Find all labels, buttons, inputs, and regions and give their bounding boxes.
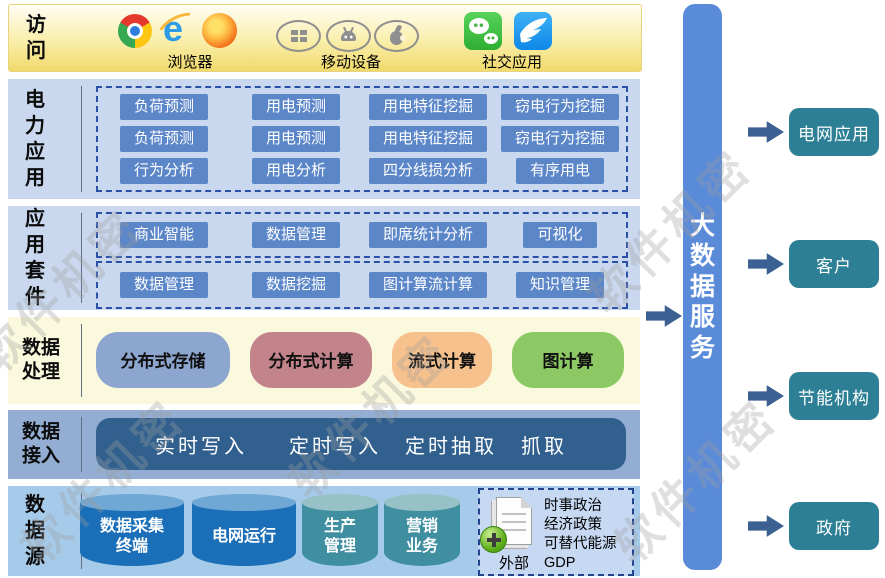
android-icon: [326, 20, 371, 52]
cylinder-label: 生产管理: [323, 518, 356, 555]
suite-item: 可视化: [523, 222, 597, 248]
consumer-box: 电网应用: [789, 108, 879, 156]
mobile-group-label: 移动设备: [320, 54, 381, 71]
chrome-icon: [118, 14, 152, 48]
section-power-label: 电力应用: [25, 89, 45, 189]
power-app-item: 用电特征挖掘: [368, 94, 487, 120]
ie-icon: [159, 10, 195, 49]
power-app-item: 四分线损分析: [368, 158, 487, 184]
suite-item: 图计算流计算: [368, 272, 487, 298]
section-data-ingest: 数据接入 实时写入 定时写入 定时抽取 抓取: [8, 410, 640, 479]
ingest-item: 实时写入: [155, 435, 247, 458]
document-fold: [521, 497, 532, 508]
section-access-label: 访问: [26, 14, 46, 62]
dingtalk-icon: [514, 12, 552, 50]
arrow-to-consumer: [748, 121, 784, 143]
power-app-item: 负荷预测: [119, 126, 208, 152]
arrow-to-consumer: [748, 515, 784, 537]
suite-item: 数据管理: [251, 222, 340, 248]
external-topic: 可替代能源: [544, 536, 617, 553]
cylinder-label: 数据采集终端: [99, 518, 164, 555]
ingest-item: 定时写入: [289, 435, 381, 458]
external-source-box: 外部 时事政治 经济政策 可替代能源 GDP: [478, 488, 634, 576]
section-processing-label: 数据处理: [21, 336, 60, 383]
external-topic: 时事政治: [544, 498, 602, 514]
processing-row: 分布式存储 分布式计算 流式计算 图计算: [96, 328, 624, 391]
power-app-item: 用电特征挖掘: [368, 126, 487, 152]
section-power-apps: 电力应用 负荷预测 用电预测 用电特征挖掘 窃电行为挖掘 负荷预测 用电预测 用…: [8, 79, 640, 199]
windows-icon: [276, 20, 321, 52]
ingest-box: 实时写入 定时写入 定时抽取 抓取: [96, 418, 626, 470]
arrow-to-service-bar: [646, 305, 682, 327]
windows-glyph: [290, 30, 298, 35]
consumer-box: 政府: [789, 502, 879, 550]
android-glyph: [341, 31, 356, 41]
database-cylinder: 数据采集终端: [80, 494, 184, 566]
divider: [81, 86, 82, 192]
cylinder-label: 营销业务: [405, 518, 438, 555]
divider: [81, 324, 82, 397]
service-bar-label: 大数据服务: [689, 211, 715, 362]
section-app-suite: 应用套件 商业智能 数据管理 即席统计分析 可视化 数据管理 数据挖掘 图计算流…: [8, 206, 640, 310]
power-app-item: 窃电行为挖掘: [500, 126, 619, 152]
arrow-to-consumer: [748, 385, 784, 407]
processing-item: 流式计算: [392, 331, 492, 388]
suite-row-2: 数据管理 数据挖掘 图计算流计算 知识管理: [96, 261, 628, 309]
power-app-item: 用电预测: [251, 94, 340, 120]
section-ingest-label: 数据接入: [21, 420, 60, 467]
suite-row-1: 商业智能 数据管理 即席统计分析 可视化: [96, 212, 628, 258]
database-cylinder: 营销业务: [384, 494, 460, 566]
section-suite-label: 应用套件: [25, 208, 45, 308]
suite-item: 知识管理: [515, 272, 604, 298]
external-topic: 经济政策: [544, 517, 602, 534]
consumer-box: 客户: [789, 240, 879, 288]
wechat-icon: [464, 12, 502, 50]
processing-item: 分布式存储: [96, 331, 230, 388]
external-label: 外部: [498, 555, 529, 572]
ingest-item: 定时抽取: [405, 435, 497, 458]
suite-item: 数据管理: [119, 272, 208, 298]
external-topics: 时事政治 经济政策 可替代能源 GDP: [544, 497, 617, 574]
power-app-item: 用电分析: [251, 158, 340, 184]
firefox-icon: [202, 13, 237, 48]
suite-item: 商业智能: [119, 222, 208, 248]
power-app-item: 行为分析: [119, 158, 208, 184]
document-lines: [502, 513, 526, 537]
divider: [81, 213, 82, 303]
power-app-item: 负荷预测: [119, 94, 208, 120]
big-data-service-bar: 大数据服务: [683, 4, 722, 570]
database-cylinder: 电网运行: [192, 494, 296, 566]
divider: [81, 417, 82, 472]
apple-glyph: [390, 30, 406, 45]
power-app-item: 用电预测: [251, 126, 340, 152]
apple-icon: [374, 20, 419, 52]
consumer-box: 节能机构: [789, 372, 879, 420]
section-access: 访问 浏览器 移动设备 社交应用: [8, 4, 642, 72]
section-source-label: 数据源: [25, 494, 45, 568]
suite-item: 即席统计分析: [368, 222, 487, 248]
processing-item: 分布式计算: [250, 331, 372, 388]
power-apps-box: 负荷预测 用电预测 用电特征挖掘 窃电行为挖掘 负荷预测 用电预测 用电特征挖掘…: [96, 86, 628, 192]
power-app-item: 有序用电: [515, 158, 604, 184]
ingest-item: 抓取: [521, 435, 567, 458]
browsers-group-label: 浏览器: [167, 54, 213, 71]
arrow-to-consumer: [748, 253, 784, 275]
section-data-processing: 数据处理 分布式存储 分布式计算 流式计算 图计算: [8, 317, 640, 404]
processing-item: 图计算: [512, 331, 624, 388]
plus-icon: [480, 526, 507, 553]
suite-item: 数据挖掘: [251, 272, 340, 298]
section-data-source: 数据源 数据采集终端 电网运行 生产管理 营销业务 外部 时事政治 经济政策 可…: [8, 486, 640, 576]
cylinder-label: 电网运行: [211, 528, 276, 545]
power-app-item: 窃电行为挖掘: [500, 94, 619, 120]
database-cylinder: 生产管理: [302, 494, 378, 566]
social-group-label: 社交应用: [481, 54, 542, 71]
external-topic: GDP: [544, 555, 576, 572]
